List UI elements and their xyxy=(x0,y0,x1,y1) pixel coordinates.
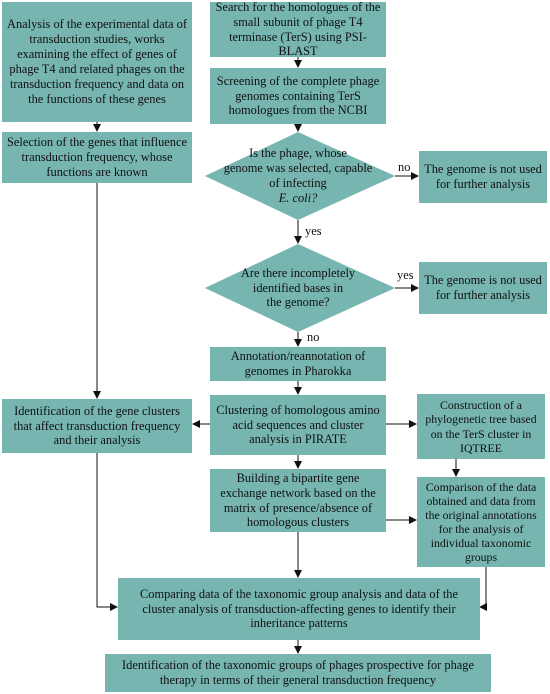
arrow-comparison-to-comparing xyxy=(479,567,487,611)
arrow-identification-to-comparing xyxy=(96,453,118,611)
label-yes-incomplete: yes xyxy=(397,268,414,282)
box-not-used-1: The genome is not used for further analy… xyxy=(419,151,547,203)
box-search-homologues: Search for the homologues of the small s… xyxy=(210,0,386,58)
box-comparison: Comparison of the data obtained and data… xyxy=(417,477,545,567)
box-not-used-2: The genome is not used for further analy… xyxy=(419,262,547,314)
decision-capable-text: Is the phage, whose genome was selected,… xyxy=(223,146,373,205)
box-selection-genes: Selection of the genes that influence tr… xyxy=(2,132,192,183)
label-no-capable: no xyxy=(398,160,411,174)
decision-diamond-incomplete xyxy=(205,244,395,332)
box-analysis-experimental: Analysis of the experimental data of tra… xyxy=(2,2,192,122)
box-construction-tree: Construction of a phylogenetic tree base… xyxy=(417,394,545,459)
box-identification-clusters: Identification of the gene clusters that… xyxy=(2,399,192,453)
box-screening: Screening of the complete phage genomes … xyxy=(210,68,386,124)
box-clustering: Clustering of homologous amino acid sequ… xyxy=(210,395,386,455)
box-comparing: Comparing data of the taxonomic group an… xyxy=(118,578,480,640)
label-yes-capable: yes xyxy=(305,224,322,238)
decision-incomplete-text: Are there incompletely identified bases … xyxy=(240,265,356,310)
box-annotation: Annotation/reannotation of genomes in Ph… xyxy=(210,347,386,381)
box-final: Identification of the taxonomic groups o… xyxy=(105,654,491,692)
label-no-incomplete: no xyxy=(307,330,320,344)
box-bipartite: Building a bipartite gene exchange netwo… xyxy=(210,469,386,532)
decision-diamond-capable xyxy=(205,132,395,220)
